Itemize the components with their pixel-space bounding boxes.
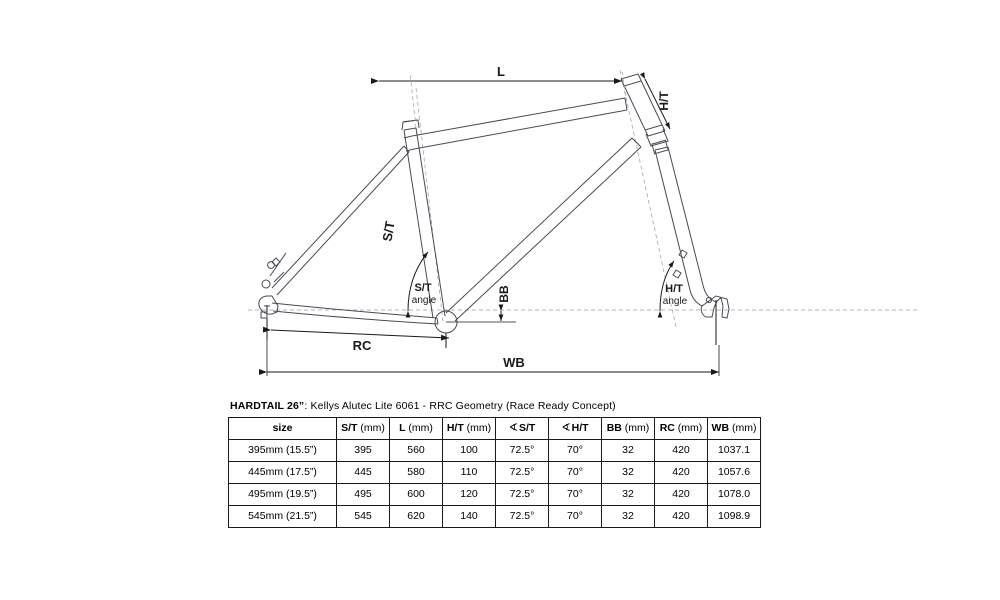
table-header-cell-0: size — [228, 417, 337, 440]
dimension-wheelbase: WB — [259, 340, 720, 376]
dimension-seat-tube-angle: S/T angle — [405, 251, 437, 318]
table-header-cell-2: L (mm) — [389, 417, 443, 440]
angle-icon: ∢ — [561, 422, 571, 434]
table-cell-size: 395mm (15.5”) — [228, 439, 337, 462]
top-tube — [403, 97, 628, 152]
caption-rest-part: : Kellys Alutec Lite 6061 - RRC Geometry… — [304, 400, 616, 412]
dimension-top-tube-length: L — [371, 64, 627, 129]
table-cell: 140 — [442, 505, 496, 528]
centerlines — [248, 69, 920, 328]
table-header-cell-6: BB (mm) — [601, 417, 655, 440]
label-seat-tube: S/T — [380, 220, 398, 242]
geometry-table-caption: HARDTAIL 26”: Kellys Alutec Lite 6061 - … — [230, 400, 768, 413]
table-header-cell-1: S/T (mm) — [336, 417, 390, 440]
table-cell: 72.5° — [495, 505, 549, 528]
label-head-tube-angle-1: H/T — [665, 283, 683, 295]
table-cell: 70° — [548, 505, 602, 528]
table-cell: 72.5° — [495, 483, 549, 506]
dimension-head-tube-angle: H/T angle — [657, 260, 688, 318]
table-cell-size: 545mm (21.5”) — [228, 505, 337, 528]
dimension-head-tube-length: H/T — [639, 72, 671, 130]
table-cell: 100 — [442, 439, 496, 462]
table-cell: 420 — [654, 505, 708, 528]
table-cell: 495 — [336, 483, 390, 506]
label-head-tube-angle-2: angle — [663, 296, 688, 307]
table-cell: 70° — [548, 461, 602, 484]
table-header-cell-3: H/T (mm) — [442, 417, 496, 440]
table-cell: 110 — [442, 461, 496, 484]
down-tube — [445, 137, 642, 322]
angle-icon: ∢ — [508, 422, 518, 434]
label-bb-drop: BB — [497, 285, 511, 303]
seat-stays — [271, 145, 410, 296]
chain-stays — [271, 302, 439, 325]
frame-geometry-drawing: L H/T S/T S/T angle H/T angle BB — [248, 64, 920, 376]
table-header-cell-8: WB (mm) — [707, 417, 761, 440]
table-cell: 445 — [336, 461, 390, 484]
table-cell: 420 — [654, 461, 708, 484]
table-cell: 420 — [654, 439, 708, 462]
table-cell: 395 — [336, 439, 390, 462]
table-cell: 70° — [548, 483, 602, 506]
table-cell: 72.5° — [495, 439, 549, 462]
geometry-table-block: HARDTAIL 26”: Kellys Alutec Lite 6061 - … — [228, 400, 768, 528]
table-header-cell-5: ∢H/T — [548, 417, 602, 440]
table-header-cell-4: ∢S/T — [495, 417, 549, 440]
table-cell: 72.5° — [495, 461, 549, 484]
table-cell: 600 — [389, 483, 443, 506]
caption-bold-part: HARDTAIL 26” — [230, 400, 305, 412]
table-header-cell-7: RC (mm) — [654, 417, 708, 440]
label-seat-tube-angle-1: S/T — [414, 282, 431, 294]
label-seat-tube-angle-2: angle — [412, 295, 437, 306]
table-cell: 32 — [601, 483, 655, 506]
table-cell: 580 — [389, 461, 443, 484]
table-cell: 32 — [601, 439, 655, 462]
dimension-bb-drop: BB — [446, 285, 516, 323]
label-rear-center: RC — [353, 338, 372, 353]
table-cell: 32 — [601, 461, 655, 484]
table-cell: 1098.9 — [707, 505, 761, 528]
table-cell: 70° — [548, 439, 602, 462]
table-cell: 620 — [389, 505, 443, 528]
bottom-bracket — [434, 310, 458, 348]
label-group-seat-tube: S/T — [380, 220, 398, 242]
label-head-tube-length: H/T — [657, 91, 671, 111]
table-cell: 120 — [442, 483, 496, 506]
table-cell: 545 — [336, 505, 390, 528]
dimension-rear-center: RC — [262, 326, 450, 353]
label-wheelbase: WB — [503, 355, 525, 370]
rear-dropout — [258, 252, 287, 340]
label-top-tube-length: L — [497, 64, 505, 79]
fork-crown — [645, 128, 669, 155]
table-cell: 32 — [601, 505, 655, 528]
seat-tube — [401, 119, 446, 319]
table-cell: 1078.0 — [707, 483, 761, 506]
table-cell: 560 — [389, 439, 443, 462]
table-cell: 1057.6 — [707, 461, 761, 484]
fork-blade — [654, 146, 730, 345]
table-cell: 420 — [654, 483, 708, 506]
table-cell-size: 445mm (17.5”) — [228, 461, 337, 484]
table-cell-size: 495mm (19.5”) — [228, 483, 337, 506]
table-cell: 1037.1 — [707, 439, 761, 462]
